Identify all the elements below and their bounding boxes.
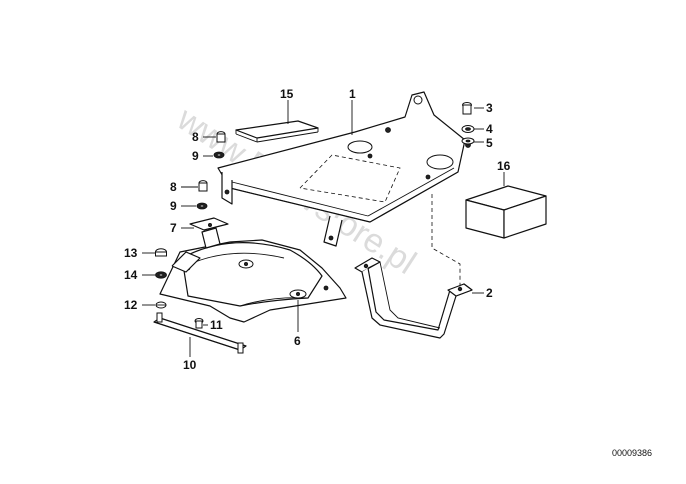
leader-lines (142, 100, 505, 357)
callout-11: 11 (210, 318, 223, 332)
pin-11-icon (194, 318, 204, 329)
part-15-pad (235, 120, 319, 143)
callout-14: 14 (124, 268, 138, 282)
callout-8b: 8 (170, 180, 177, 194)
nut-4-icon (461, 125, 475, 133)
callout-9b: 9 (170, 199, 177, 213)
callout-5: 5 (486, 136, 493, 150)
part-7-clip (189, 217, 229, 249)
nut-13-icon (155, 248, 167, 257)
part-2-u-bracket (354, 257, 473, 339)
screw-8b-icon (198, 180, 208, 192)
callout-7: 7 (170, 221, 177, 235)
screw-8a-icon (216, 131, 226, 143)
nut-12-icon (155, 301, 167, 309)
callout-15: 15 (280, 87, 294, 101)
part-16-block (465, 185, 547, 239)
callout-1: 1 (349, 87, 356, 101)
screw-3-icon (462, 102, 472, 115)
washer-5-icon (461, 137, 475, 145)
part-1-bracket-plate (217, 91, 471, 290)
part-6-cover (159, 239, 347, 323)
callouts: 1 15 3 4 5 16 2 6 7 8 9 8 9 10 11 12 13 … (124, 87, 511, 372)
callout-16: 16 (497, 159, 511, 173)
washer-9a-icon (213, 151, 225, 159)
callout-2: 2 (486, 286, 493, 300)
callout-12: 12 (124, 298, 138, 312)
callout-13: 13 (124, 246, 138, 260)
washer-9b-icon (196, 202, 208, 210)
callout-9a: 9 (192, 149, 199, 163)
washer-14-icon (155, 271, 167, 279)
callout-6: 6 (294, 334, 301, 348)
callout-8a: 8 (192, 130, 199, 144)
callout-3: 3 (486, 101, 493, 115)
part-10-strip (153, 312, 247, 354)
callout-10: 10 (183, 358, 197, 372)
callout-4: 4 (486, 122, 493, 136)
drawing-code: 00009386 (612, 448, 652, 458)
